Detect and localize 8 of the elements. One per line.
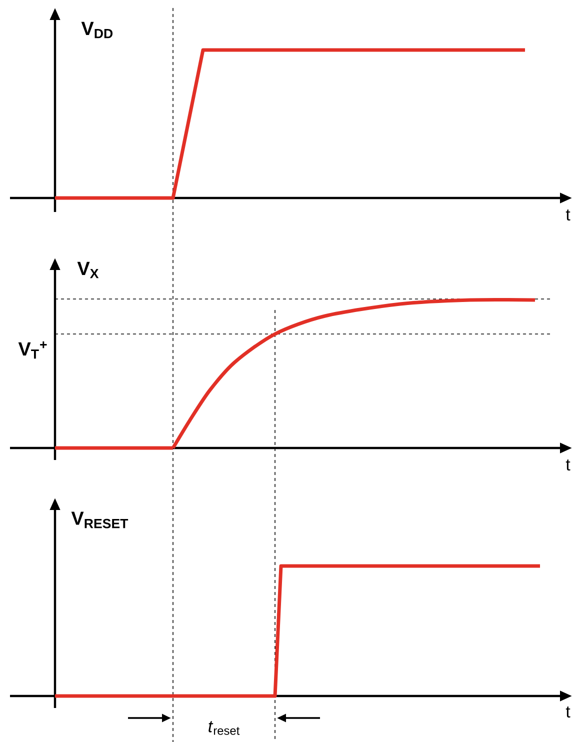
- axis-label: V$_{RESET}$: [71, 512, 128, 528]
- axis-label: V$_{T}$+: [18, 341, 47, 359]
- axis-label: t: [566, 706, 570, 718]
- axis-label: t: [566, 459, 570, 471]
- axis-label: t: [566, 209, 570, 221]
- axis-label: V$_{DD}$: [81, 22, 113, 38]
- axis-label: t$_{reset}$: [208, 721, 240, 735]
- axis-label: V$_{X}$: [77, 262, 99, 278]
